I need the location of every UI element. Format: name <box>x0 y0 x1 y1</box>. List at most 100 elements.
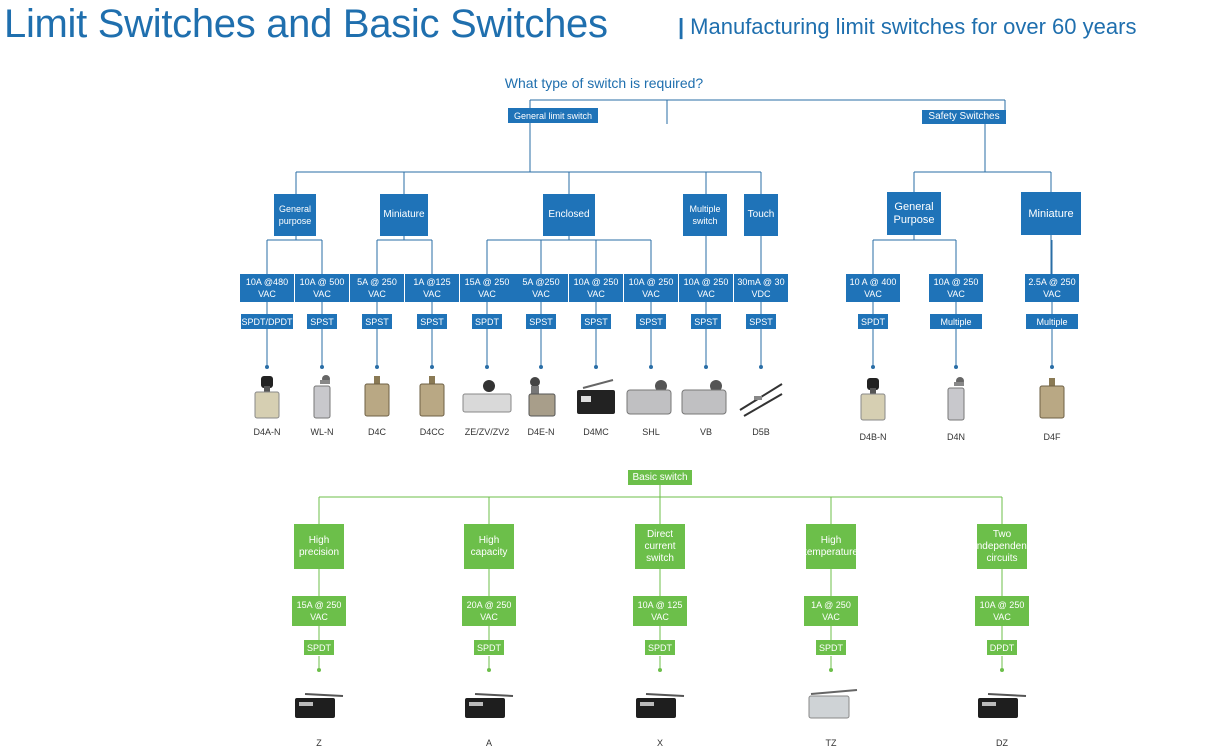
subtitle-text: Manufacturing limit switches for over 60… <box>690 14 1137 39</box>
limit-switch-model-label: D5B <box>752 427 770 437</box>
subtitle-divider: | <box>678 14 685 39</box>
general-limit-switch-box: General limit switch <box>508 108 598 123</box>
basic-switch-model-label: DZ <box>996 738 1008 748</box>
basic-switch-rating: 15A @ 250 VAC <box>292 596 346 626</box>
limit-switch-model-label: D4CC <box>419 427 445 437</box>
connector-dot <box>1000 668 1004 672</box>
limit-switch-rating: 10A @ 500 VAC <box>295 274 349 302</box>
basic-switch-model-label: TZ <box>825 738 837 748</box>
limit-switch-model-label: WL-N <box>310 427 334 437</box>
category-multiple-switch: Multiple switch <box>683 194 727 236</box>
limit-switch-contact-type: SPST <box>526 314 556 329</box>
limit-switch-product-image <box>302 374 342 425</box>
basic-switch-contact-type: SPDT <box>304 640 334 655</box>
limit-switch-product-image <box>678 374 734 425</box>
safety-switch-contact-type: SPDT <box>858 314 888 329</box>
limit-switch-product-image <box>573 374 619 425</box>
category-safety-general-purpose: General Purpose <box>887 192 941 235</box>
safety-switch-product-image <box>1032 376 1072 427</box>
basic-switch-category: Direct current switch <box>635 524 685 569</box>
limit-switch-model-label: ZE/ZV/ZV2 <box>464 427 510 437</box>
safety-switch-rating: 10A @ 250 VAC <box>929 274 983 302</box>
connector-dot <box>658 668 662 672</box>
category-miniature: Miniature <box>380 194 428 236</box>
category-enclosed: Enclosed <box>543 194 595 236</box>
basic-switch-contact-type: SPDT <box>816 640 846 655</box>
limit-switch-contact-type: SPST <box>691 314 721 329</box>
page-subtitle: |Manufacturing limit switches for over 6… <box>678 14 1136 40</box>
connector-dot <box>485 365 489 369</box>
connector-dot <box>829 668 833 672</box>
basic-switch-model-label: Z <box>316 738 322 748</box>
connector-dot <box>317 668 321 672</box>
basic-switch-product-image <box>461 684 517 731</box>
basic-switch-category: Two independent circuits <box>974 524 1030 569</box>
safety-switch-product-image <box>936 376 976 427</box>
limit-switch-contact-type: SPDT/DPDT <box>241 314 293 329</box>
limit-switch-product-image <box>357 374 397 425</box>
category-touch: Touch <box>744 194 778 236</box>
limit-switch-product-image <box>247 374 287 425</box>
basic-switch-product-image <box>291 684 347 731</box>
limit-switch-rating: 10A @480 VAC <box>240 274 294 302</box>
limit-switch-model-label: VB <box>699 427 712 437</box>
basic-switch-model-label: X <box>656 738 663 748</box>
limit-switch-contact-type: SPST <box>307 314 337 329</box>
limit-switch-product-image <box>736 374 786 425</box>
connector-dot <box>594 365 598 369</box>
safety-switch-model-label: D4F <box>1043 432 1061 442</box>
basic-switch-rating: 10A @ 250 VAC <box>975 596 1029 626</box>
connector-dot <box>649 365 653 369</box>
connector-dot <box>539 365 543 369</box>
question-heading: What type of switch is required? <box>504 75 704 91</box>
limit-switch-contact-type: SPST <box>636 314 666 329</box>
limit-switch-rating: 1A @125 VAC <box>405 274 459 302</box>
limit-switch-contact-type: SPDT <box>472 314 502 329</box>
limit-switch-rating: 10A @ 250 VAC <box>569 274 623 302</box>
limit-switch-contact-type: SPST <box>746 314 776 329</box>
limit-switch-contact-type: SPST <box>362 314 392 329</box>
safety-switch-contact-type: Multiple <box>930 314 982 329</box>
connector-dot <box>871 365 875 369</box>
limit-switch-product-image <box>459 374 515 425</box>
limit-switch-product-image <box>623 374 679 425</box>
limit-switch-contact-type: SPST <box>581 314 611 329</box>
basic-switch-category: High precision <box>294 524 344 569</box>
basic-switch-category: High temperature <box>804 524 858 569</box>
safety-switch-rating: 10 A @ 400 VAC <box>846 274 900 302</box>
basic-switch-rating: 10A @ 125 VAC <box>633 596 687 626</box>
category-general-purpose: General purpose <box>274 194 316 236</box>
limit-switch-model-label: D4E-N <box>527 427 555 437</box>
limit-switch-model-label: SHL <box>642 427 660 437</box>
limit-switch-model-label: D4A-N <box>253 427 281 437</box>
basic-switch-product-image <box>974 684 1030 731</box>
basic-switch-contact-type: SPDT <box>474 640 504 655</box>
limit-switch-rating: 15A @ 250 VAC <box>460 274 514 302</box>
limit-switch-rating: 10A @ 250 VAC <box>624 274 678 302</box>
basic-switch-rating: 1A @ 250 VAC <box>804 596 858 626</box>
basic-switch-rating: 20A @ 250 VAC <box>462 596 516 626</box>
basic-switch-contact-type: DPDT <box>987 640 1017 655</box>
basic-switch-box: Basic switch <box>628 470 692 485</box>
safety-switch-rating: 2.5A @ 250 VAC <box>1025 274 1079 302</box>
limit-switch-rating: 5A @250 VAC <box>514 274 568 302</box>
basic-switch-model-label: A <box>485 738 492 748</box>
limit-switch-rating: 5A @ 250 VAC <box>350 274 404 302</box>
connector-dot <box>375 365 379 369</box>
connector-dot <box>954 365 958 369</box>
safety-switch-model-label: D4N <box>946 432 965 442</box>
connector-dot <box>759 365 763 369</box>
basic-switch-contact-type: SPDT <box>645 640 675 655</box>
limit-switch-model-label: D4C <box>367 427 386 437</box>
limit-switch-product-image <box>519 374 563 425</box>
safety-switch-contact-type: Multiple <box>1026 314 1078 329</box>
limit-switch-contact-type: SPST <box>417 314 447 329</box>
page-title: Limit Switches and Basic Switches <box>4 2 608 46</box>
connector-dot <box>430 365 434 369</box>
safety-switches-box: Safety Switches <box>922 110 1006 124</box>
limit-switch-rating: 10A @ 250 VAC <box>679 274 733 302</box>
connector-dot <box>265 365 269 369</box>
connector-dot <box>1050 365 1054 369</box>
limit-switch-rating: 30mA @ 30 VDC <box>734 274 788 302</box>
